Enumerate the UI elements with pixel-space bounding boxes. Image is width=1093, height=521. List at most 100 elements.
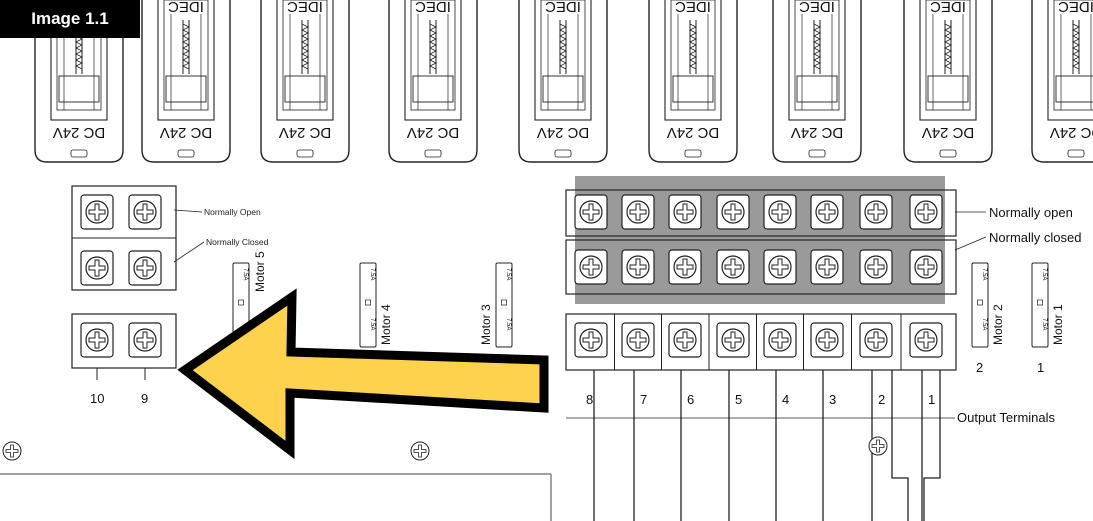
relay-label: DC 24V <box>279 124 332 141</box>
terminal-screw <box>621 194 655 230</box>
relay-row: IDEC DC 24V IDEC DC 24V IDEC DC 24V IDEC DC 24V… <box>34 0 1093 163</box>
terminal-screw <box>668 194 702 230</box>
mounting-screw-icon <box>2 441 22 461</box>
terminal-screw <box>80 322 114 358</box>
terminal-screw <box>574 249 608 285</box>
output-terminals-label: Output Terminals <box>957 410 1056 425</box>
motor-label: Motor 4 <box>379 304 393 345</box>
relay-label: DC 24V <box>407 124 460 141</box>
terminal-screw <box>574 194 608 230</box>
terminal-screw <box>128 194 162 230</box>
fuse-rating: 7.5A <box>505 268 511 280</box>
mounting-screw-icon <box>868 436 888 456</box>
relay-label: DC 24V <box>53 124 106 141</box>
relay-label: DC 24V <box>922 124 975 141</box>
output-terminal-number: 2 <box>878 392 885 407</box>
jumper-wire <box>891 370 941 521</box>
terminal-screw <box>621 249 655 285</box>
relay-label: DC 24V <box>537 124 590 141</box>
terminal-screw <box>716 322 750 358</box>
relay-brand: IDEC <box>415 0 451 15</box>
relay-3: IDEC DC 24V <box>260 0 350 163</box>
relay-brand: IDEC <box>1058 0 1093 15</box>
terminal-screw <box>128 250 162 286</box>
fuse-motor-2: 7.5A 7.5A Motor 2 2 <box>971 262 1005 375</box>
right-normally-open-label: Normally open <box>989 205 1073 220</box>
terminal-screw <box>716 249 750 285</box>
right-normally-closed-label: Normally closed <box>989 230 1081 245</box>
relay-brand: IDEC <box>675 0 711 15</box>
fuse-number: 2 <box>976 360 983 375</box>
fuse-number: 1 <box>1037 360 1044 375</box>
terminal-screw <box>80 194 114 230</box>
terminal-screw <box>574 322 608 358</box>
terminal-screw <box>668 249 702 285</box>
terminal-screw <box>810 194 844 230</box>
left-normally-closed-label: Normally Closed <box>206 237 269 247</box>
terminal-screw <box>668 322 702 358</box>
relay-brand: IDEC <box>545 0 581 15</box>
fuse-motor-5: 7.5A Motor 5 <box>232 251 267 348</box>
output-terminal-number: 4 <box>782 392 789 407</box>
terminal-screw <box>80 250 114 286</box>
pointer-arrow-icon <box>177 288 549 460</box>
relay-brand: IDEC <box>287 0 323 15</box>
image-tag: Image 1.1 <box>0 0 140 38</box>
terminal-screw <box>763 249 797 285</box>
output-terminal-number: 6 <box>687 392 694 407</box>
fuse-motor-4: 7.5A 7.5A Motor 4 <box>359 262 393 348</box>
fuse-rating-lower: 7.5A <box>369 318 375 330</box>
terminal-screw <box>716 194 750 230</box>
relay-5: IDEC DC 24V <box>518 0 608 163</box>
terminal-screw <box>763 322 797 358</box>
motor-label: Motor 5 <box>253 251 267 292</box>
terminal-screw <box>810 322 844 358</box>
output-terminal-number: 8 <box>586 392 593 407</box>
left-normally-open-label: Normally Open <box>204 207 261 217</box>
fuse-rating: 7.5A <box>1041 268 1047 280</box>
fuse-motor-1: 7.5A 7.5A Motor 1 1 <box>1031 262 1065 375</box>
relay-label: DC 24V <box>160 124 213 141</box>
terminal-screw <box>859 249 893 285</box>
terminal-screw <box>128 322 162 358</box>
output-terminal-number: 3 <box>829 392 836 407</box>
terminal-screw <box>621 322 655 358</box>
relay-label: DC 24V <box>667 124 720 141</box>
relay-label: DC 24V <box>1050 124 1093 141</box>
fuse-motor-3: 7.5A 7.5A Motor 3 <box>479 262 513 348</box>
relay-brand: IDEC <box>168 0 204 15</box>
relay-brand: IDEC <box>930 0 966 15</box>
output-terminal-number: 5 <box>735 392 742 407</box>
relay-9: IDEC DC 24V <box>1031 0 1093 163</box>
fuse-rating-lower: 7.5A <box>981 318 987 330</box>
fuse-rating-lower: 7.5A <box>505 318 511 330</box>
motor-label: Motor 2 <box>991 304 1005 345</box>
relay-6: IDEC DC 24V <box>648 0 738 163</box>
output-terminal-number: 1 <box>928 392 935 407</box>
terminal-screw <box>909 322 943 358</box>
fuse-rating: 7.5A <box>981 268 987 280</box>
fuse-rating-lower: 7.5A <box>1041 318 1047 330</box>
mounting-screw-icon <box>410 441 430 461</box>
motor-label: Motor 1 <box>1051 304 1065 345</box>
terminal-screw <box>909 194 943 230</box>
motor-label: Motor 3 <box>479 304 493 345</box>
relay-4: IDEC DC 24V <box>388 0 478 163</box>
terminal-screw <box>810 249 844 285</box>
relay-label: DC 24V <box>791 124 844 141</box>
relay-8: IDEC DC 24V <box>903 0 993 163</box>
relay-brand: IDEC <box>799 0 835 15</box>
terminal-number: 9 <box>141 391 148 406</box>
terminal-screw <box>909 249 943 285</box>
terminal-number: 10 <box>90 391 104 406</box>
relay-2: IDEC DC 24V <box>141 0 231 163</box>
terminal-screw <box>859 322 893 358</box>
relay-7: IDEC DC 24V <box>772 0 862 163</box>
terminal-screw <box>859 194 893 230</box>
fuse-rating: 7.5A <box>369 268 375 280</box>
panel-outline <box>0 436 888 521</box>
fuse-rating: 7.5A <box>242 268 248 280</box>
